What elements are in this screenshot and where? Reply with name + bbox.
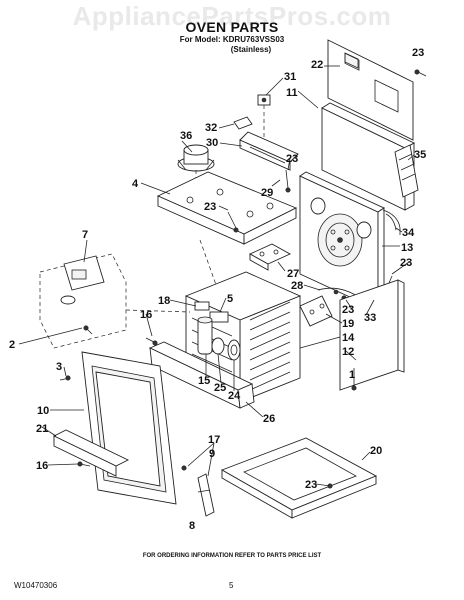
callout-16: 16 xyxy=(140,309,152,321)
model-finish: (Stainless) xyxy=(230,45,272,54)
callout-8: 8 xyxy=(189,520,195,532)
document-number: W10470306 xyxy=(14,581,58,590)
callout-22: 22 xyxy=(311,59,323,71)
callout-13: 13 xyxy=(401,242,413,254)
callout-16: 16 xyxy=(36,460,48,472)
callout-23: 23 xyxy=(342,304,354,316)
part-screw-23-top-panel xyxy=(227,211,239,233)
part-motor-36 xyxy=(177,144,215,172)
callout-25: 25 xyxy=(214,382,226,394)
callout-14: 14 xyxy=(342,332,355,344)
part-bracket-30 xyxy=(239,131,299,171)
callout-31: 31 xyxy=(284,71,296,83)
part-side-cover-7 xyxy=(39,253,127,349)
callout-3: 3 xyxy=(56,361,62,373)
callout-15: 15 xyxy=(198,375,210,387)
part-screw-3 xyxy=(59,375,71,381)
page-number: 5 xyxy=(229,581,234,590)
part-screw-16-mid xyxy=(145,337,158,346)
ordering-note: FOR ORDERING INFORMATION REFER TO PARTS … xyxy=(142,553,322,559)
part-rear-panel-22 xyxy=(327,39,414,141)
callout-29: 29 xyxy=(261,187,273,199)
callout-20: 20 xyxy=(370,445,382,457)
callout-30: 30 xyxy=(206,137,218,149)
part-element-34 xyxy=(382,209,401,235)
part-screw-17 xyxy=(181,465,187,471)
part-screw-1 xyxy=(351,368,357,391)
part-side-panel-12 xyxy=(339,279,405,391)
part-bottom-pan-20 xyxy=(220,437,378,519)
callout-28: 28 xyxy=(291,280,303,292)
part-hinge-9 xyxy=(197,473,215,517)
callout-23: 23 xyxy=(412,47,424,59)
callout-36: 36 xyxy=(180,130,192,142)
part-screw-23-center xyxy=(285,169,291,193)
part-bracket-27 xyxy=(249,243,291,271)
callout-12: 12 xyxy=(342,346,354,358)
callout-23: 23 xyxy=(204,201,216,213)
callout-32: 32 xyxy=(205,122,217,134)
callout-24: 24 xyxy=(228,390,241,402)
callout-34: 34 xyxy=(402,227,415,239)
callout-labels: 23 22 31 11 32 30 36 35 23 29 4 23 34 13… xyxy=(9,47,426,532)
model-line: For Model: KDRU763VSS03 xyxy=(179,35,285,44)
callout-27: 27 xyxy=(287,268,299,280)
callout-17: 17 xyxy=(208,434,220,446)
part-top-panel-4 xyxy=(156,171,298,245)
callout-5: 5 xyxy=(227,293,233,305)
part-thermal-fuse-19 xyxy=(299,295,333,327)
callout-9: 9 xyxy=(209,448,215,460)
callout-33: 33 xyxy=(364,312,376,324)
part-screw-23-bottom xyxy=(315,483,333,489)
part-back-panel-13 xyxy=(299,171,385,311)
callout-10: 10 xyxy=(37,405,49,417)
page-title: OVEN PARTS xyxy=(185,19,279,35)
part-screw-23-side xyxy=(83,325,93,335)
callout-11: 11 xyxy=(286,87,298,99)
leader-lines xyxy=(18,65,415,466)
callout-19: 19 xyxy=(342,318,354,330)
callout-26: 26 xyxy=(263,413,275,425)
callout-23: 23 xyxy=(286,153,298,165)
callout-21: 21 xyxy=(36,423,48,435)
callout-23: 23 xyxy=(400,257,412,269)
callout-7: 7 xyxy=(82,229,88,241)
part-trim-21 xyxy=(52,429,130,477)
callout-4: 4 xyxy=(132,178,139,190)
part-door-frame-10 xyxy=(81,351,177,505)
callout-2: 2 xyxy=(9,339,15,351)
part-switch-18 xyxy=(194,301,210,311)
part-light-15 xyxy=(197,316,213,355)
part-screw-16-bottom xyxy=(77,461,91,467)
part-sensor-31 xyxy=(257,94,271,106)
part-screw-23-top xyxy=(414,69,427,77)
part-socket-25 xyxy=(211,337,225,355)
part-clip-32 xyxy=(233,116,253,130)
callout-1: 1 xyxy=(349,369,355,381)
part-lens-24 xyxy=(227,339,241,361)
model-info: For Model: KDRU763VSS03 (Stainless) xyxy=(0,35,464,55)
part-vent-trim-26 xyxy=(148,341,255,409)
part-duct-35 xyxy=(394,144,419,198)
callout-18: 18 xyxy=(158,295,170,307)
watermark: AppliancePartsPros.com xyxy=(72,1,392,31)
callout-23: 23 xyxy=(305,479,317,491)
callout-35: 35 xyxy=(414,149,426,161)
part-bracket-5 xyxy=(209,311,229,323)
